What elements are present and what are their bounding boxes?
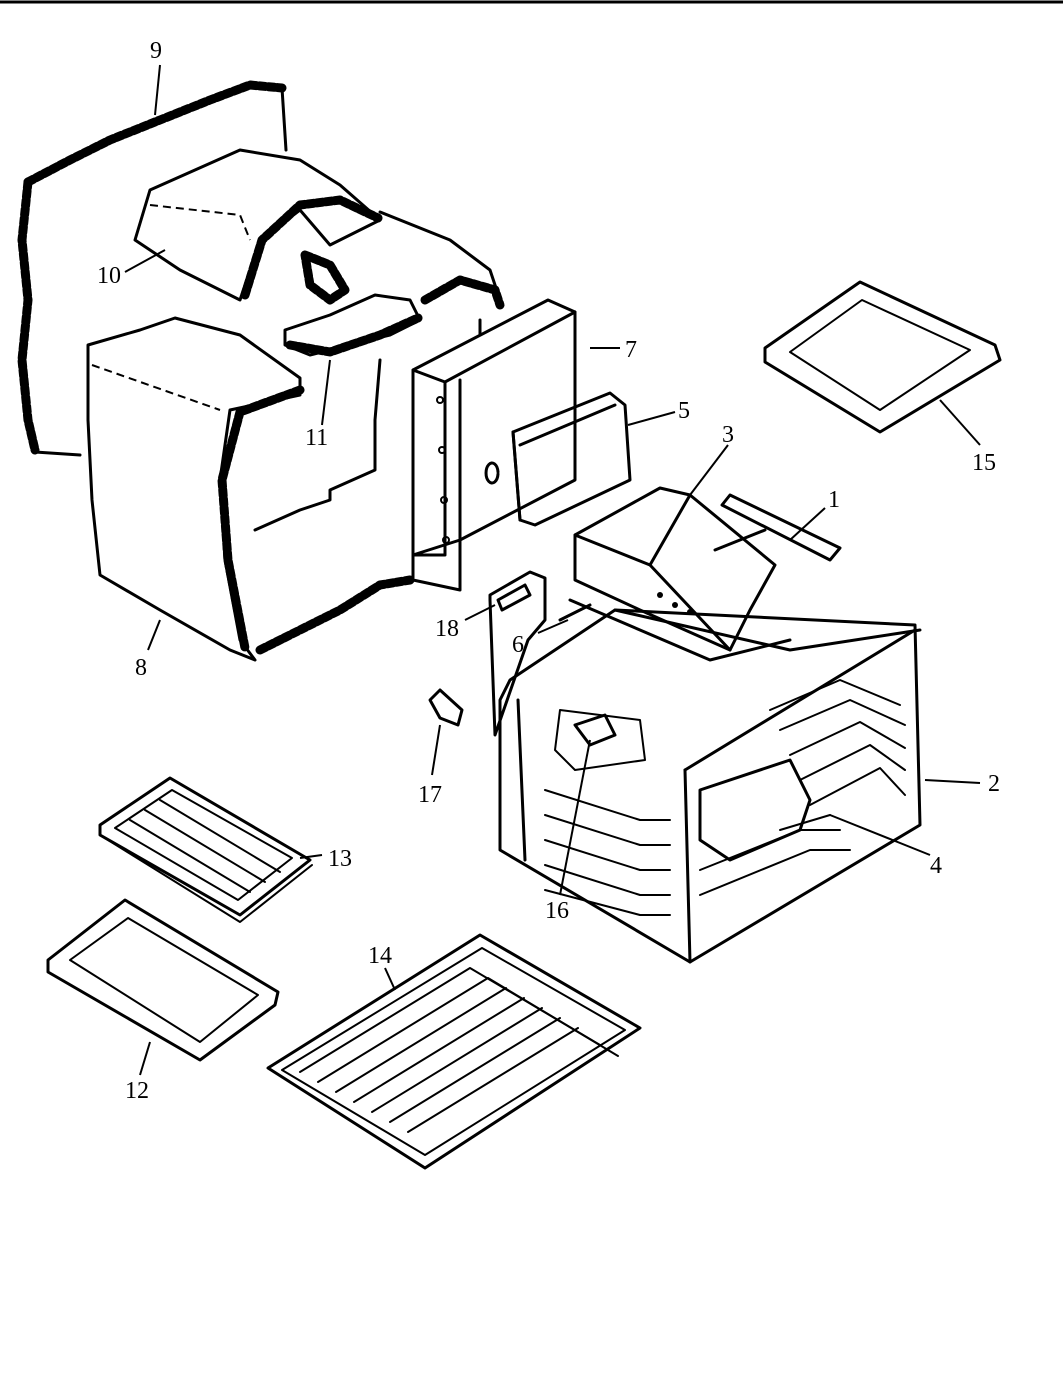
part-18-bracket [488, 570, 547, 737]
callout-9: 9 [150, 38, 162, 64]
callout-18: 18 [435, 616, 459, 642]
callout-2: 2 [988, 771, 1000, 797]
callout-12: 12 [125, 1078, 149, 1104]
callout-17: 17 [418, 782, 442, 808]
callout-6: 6 [512, 632, 524, 658]
callout-1: 1 [828, 487, 840, 513]
callout-16: 16 [545, 898, 569, 924]
leader-lines [124, 64, 981, 1076]
part-8-main-insulation [86, 316, 415, 662]
part-16-fitting [573, 713, 617, 747]
callout-8: 8 [135, 655, 147, 681]
callout-10: 10 [97, 263, 121, 289]
callout-5: 5 [678, 398, 690, 424]
part-11-small-insulation [253, 250, 423, 532]
part-7-side-panel [411, 298, 577, 592]
callout-14: 14 [368, 943, 392, 969]
callout-11: 11 [305, 425, 328, 451]
part-17-clip [428, 688, 464, 727]
part-14-oven-rack [266, 933, 642, 1170]
part-6-pin [558, 603, 592, 622]
callout-4: 4 [930, 853, 942, 879]
callout-7: 7 [625, 337, 637, 363]
callout-15: 15 [972, 450, 996, 476]
part-4-rack-support [779, 814, 831, 831]
part-9-outer-insulation [17, 80, 288, 457]
part-10-top-insulation [133, 148, 505, 337]
callout-13: 13 [328, 846, 352, 872]
part-12-broiler-pan [46, 898, 280, 1062]
part-15-frame [763, 280, 1002, 434]
part-13-broiler-grid [98, 776, 313, 923]
part-5-baffle [484, 391, 632, 527]
part-3-burner-box [568, 486, 792, 662]
callout-3: 3 [722, 422, 734, 448]
part-1-bar [713, 493, 842, 562]
